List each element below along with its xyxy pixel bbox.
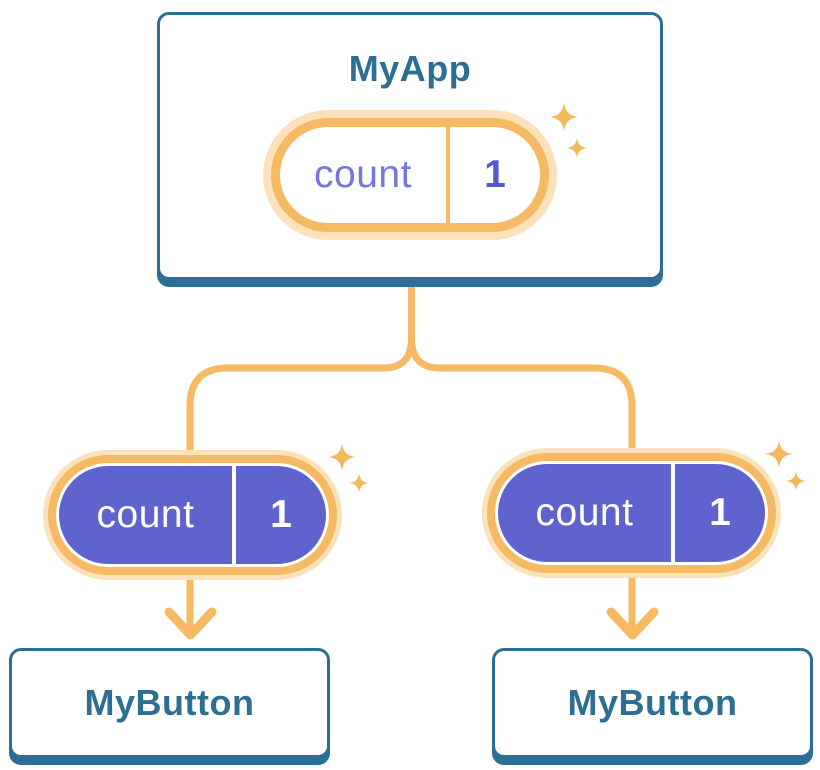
component-node-mybutton-right: MyButton	[492, 648, 813, 758]
state-pill-divider	[671, 464, 675, 562]
state-value-label: 1	[709, 491, 731, 534]
component-node-myapp: MyApp count 1	[157, 12, 663, 280]
state-name-label: count	[535, 491, 634, 534]
state-pill-divider	[446, 127, 450, 223]
state-name-label: count	[96, 493, 195, 536]
state-value-label: 1	[484, 153, 506, 196]
state-pill-left-ring: count 1	[48, 455, 337, 575]
state-pill-right-body: count 1	[498, 464, 765, 562]
down-arrowhead-right-icon	[606, 607, 659, 640]
component-name-mybutton-right: MyButton	[567, 682, 738, 723]
state-pill-left-body: count 1	[59, 466, 326, 564]
state-pill-right-ring: count 1	[487, 453, 776, 573]
state-pill-root: count 1	[263, 110, 557, 240]
component-node-mybutton-left: MyButton	[9, 648, 330, 758]
state-name-label: count	[314, 153, 412, 196]
component-name-mybutton-left: MyButton	[84, 682, 255, 723]
state-pill-right: count 1	[482, 448, 781, 578]
state-value-label: 1	[270, 493, 292, 536]
state-pill-root-body: count 1	[271, 118, 549, 232]
state-pill-left: count 1	[43, 450, 342, 580]
component-name-myapp: MyApp	[348, 48, 472, 89]
down-arrowhead-left-icon	[164, 607, 217, 640]
